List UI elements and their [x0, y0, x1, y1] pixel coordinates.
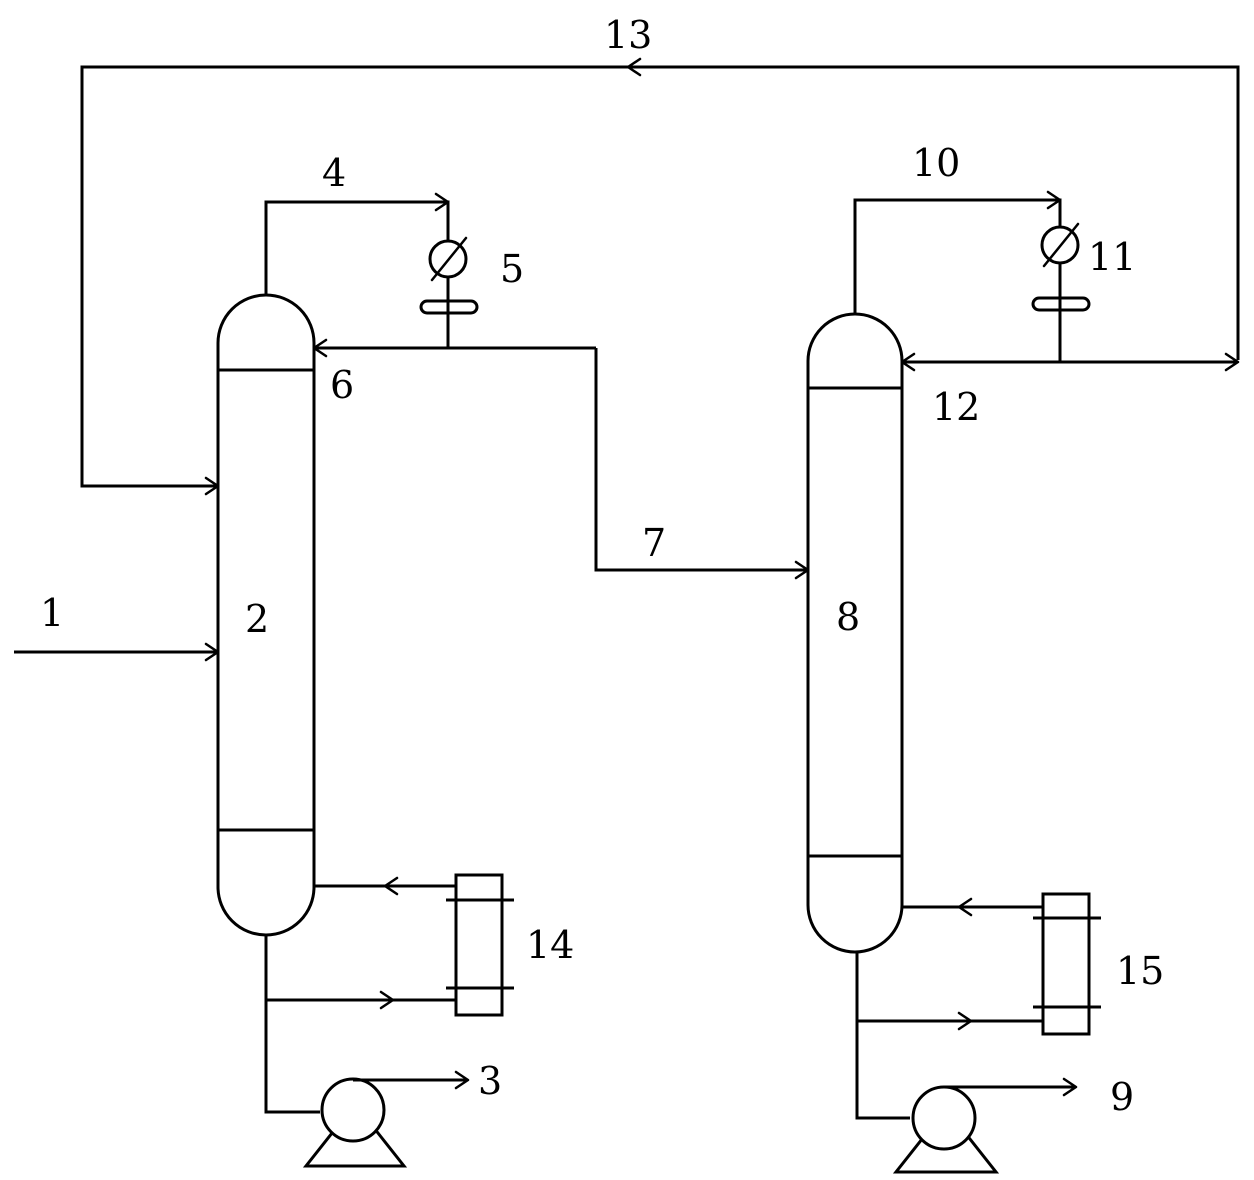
condenser-2: [1031, 222, 1091, 318]
label-overhead-2: 10: [912, 141, 960, 185]
label-recycle: 13: [604, 13, 652, 57]
label-reboiler-2: 15: [1116, 949, 1164, 993]
label-bottoms-2: 9: [1110, 1075, 1134, 1119]
label-transfer: 7: [642, 521, 666, 565]
overhead-arrow-1: [434, 192, 450, 212]
label-column-2: 8: [836, 595, 860, 639]
label-reflux-1: 6: [330, 363, 354, 407]
reboiler-1-return-arrow: [383, 876, 399, 896]
recycle-arrow-top: [626, 57, 642, 77]
bottoms-arrow-2: [1062, 1077, 1078, 1097]
reboiler-1-feed-arrow: [379, 990, 395, 1010]
label-column-1: 2: [245, 597, 269, 641]
reboiler-2: [1033, 892, 1101, 1036]
condenser-1: [419, 236, 479, 320]
recycle-outlet-arrow: [1224, 352, 1240, 372]
label-bottoms-1: 3: [478, 1059, 502, 1103]
pump-2: [892, 1085, 1000, 1174]
label-condenser-1: 5: [500, 247, 524, 291]
reboiler-2-return-arrow: [957, 897, 973, 917]
reflux-arrow-1: [312, 338, 328, 358]
bottoms-line-2: [855, 952, 910, 1120]
recycle-line: [80, 65, 1240, 488]
overhead-line-2: [853, 198, 1062, 362]
label-reboiler-1: 14: [526, 923, 574, 967]
bottoms-arrow-1: [454, 1070, 470, 1090]
pump-1: [302, 1077, 408, 1168]
label-overhead-1: 4: [322, 151, 346, 195]
reflux-arrow-2: [900, 352, 916, 372]
label-reflux-2: 12: [932, 385, 980, 429]
overhead-arrow-2: [1046, 190, 1062, 210]
transfer-line: [594, 348, 808, 572]
label-feed: 1: [40, 591, 64, 635]
reboiler-1: [446, 873, 514, 1017]
reboiler-2-feed-arrow: [957, 1011, 973, 1031]
bottoms-line-1: [264, 935, 320, 1114]
label-condenser-2: 11: [1088, 235, 1136, 279]
